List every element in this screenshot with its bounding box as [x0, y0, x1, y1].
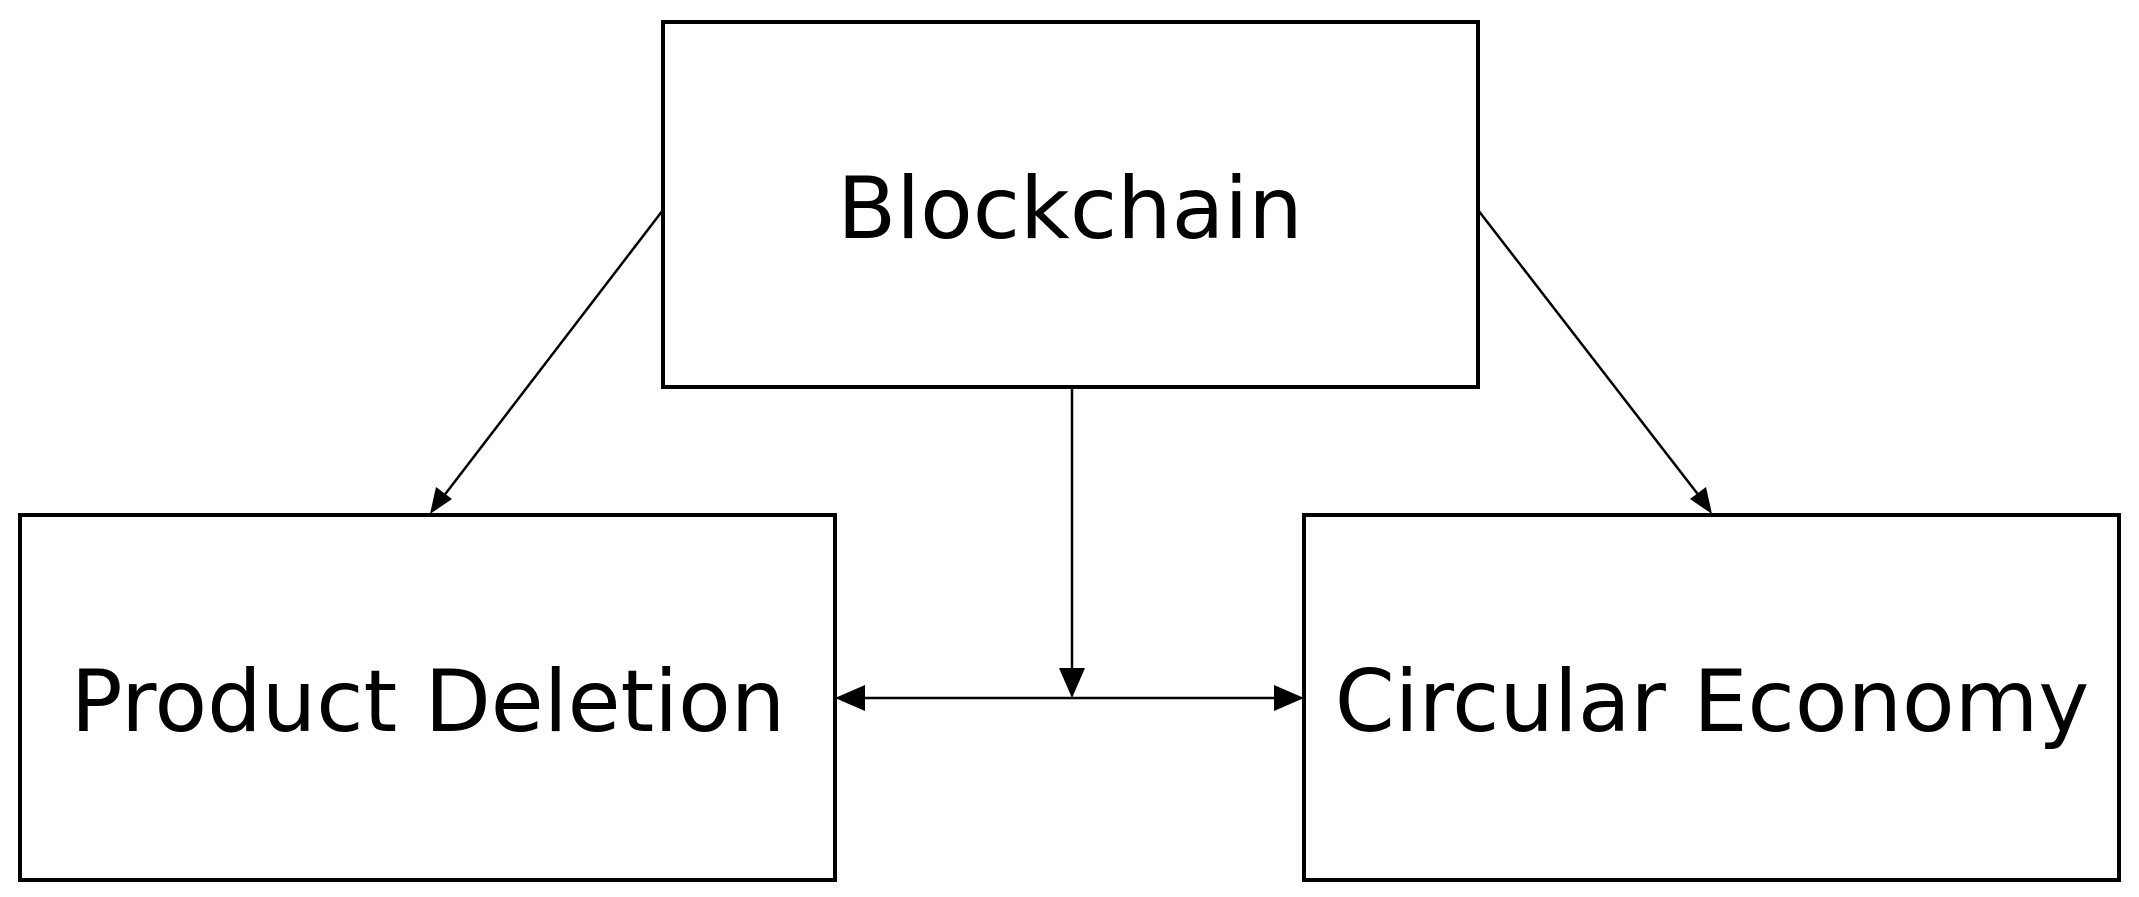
node-circular-economy: Circular Economy: [1302, 513, 2121, 882]
node-blockchain-box: [661, 20, 1480, 389]
arrow-head-left: [835, 685, 865, 711]
edge-product-deletion-circular-economy: [835, 685, 1304, 711]
node-product-deletion: Product Deletion: [18, 513, 837, 882]
arrow-head-right: [1274, 685, 1304, 711]
arrow-head: [1690, 487, 1712, 514]
edge-blockchain-to-relationship: [1059, 387, 1085, 698]
node-product-deletion-box: [18, 513, 837, 882]
node-circular-economy-box: [1302, 513, 2121, 882]
edge-blockchain-to-product-deletion: [430, 209, 664, 514]
arrow-head: [430, 487, 452, 514]
edge-line: [442, 209, 664, 498]
node-circular-economy-label: Circular Economy: [1335, 652, 2090, 752]
edge-blockchain-to-circular-economy: [1477, 209, 1712, 514]
node-blockchain-label: Blockchain: [837, 159, 1302, 259]
node-product-deletion-label: Product Deletion: [71, 652, 786, 752]
node-blockchain: Blockchain: [661, 20, 1480, 389]
arrow-head: [1059, 668, 1085, 698]
edge-line: [1477, 209, 1701, 498]
